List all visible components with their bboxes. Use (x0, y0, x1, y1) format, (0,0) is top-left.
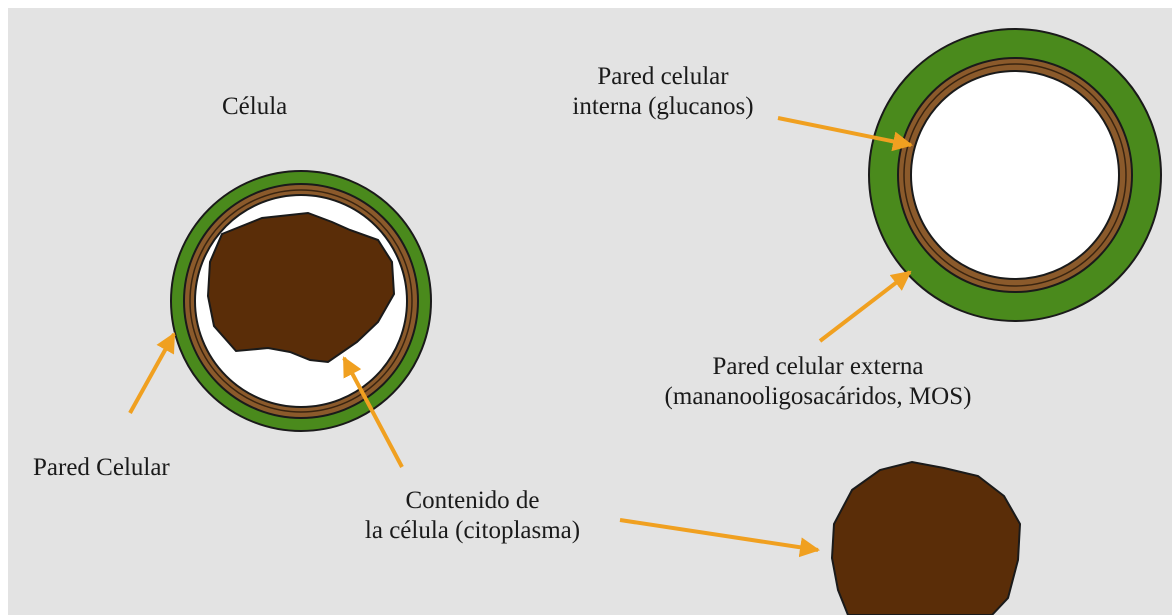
arrow-outer-wall (818, 270, 912, 343)
label-cell-content: Contenido de la célula (citoplasma) (330, 486, 615, 546)
label-outer-wall: Pared celular externa (mananooligosacári… (618, 352, 1018, 412)
cell-cytoplasm (206, 211, 396, 364)
label-cell: Célula (222, 93, 288, 120)
label-cell-content-line2: la célula (citoplasma) (364, 517, 581, 544)
ring-inner-wall-line (903, 63, 1127, 287)
arrow-inner-wall (777, 116, 913, 152)
isolated-cell-wall (868, 28, 1162, 322)
ring-hollow-interior (910, 70, 1120, 280)
label-cell-content-line1: Contenido de (405, 487, 540, 514)
label-inner-wall-line2: interna (glucanos) (572, 93, 754, 120)
arrow-cell-wall (128, 332, 176, 414)
label-outer-wall-line2: (mananooligosacáridos, MOS) (664, 383, 972, 410)
label-outer-wall-line1: Pared celular externa (712, 353, 924, 380)
arrow-cytoplasm (342, 356, 404, 468)
isolated-cytoplasm (830, 460, 1022, 615)
label-cell-wall: Pared Celular (33, 454, 170, 481)
label-inner-wall-line1: Pared celular (597, 63, 729, 90)
arrow-isolated-cytoplasm (619, 518, 820, 558)
cell-inner-wall-line (189, 189, 413, 413)
whole-cell (170, 170, 432, 432)
label-inner-wall: Pared celular interna (glucanos) (548, 62, 778, 122)
